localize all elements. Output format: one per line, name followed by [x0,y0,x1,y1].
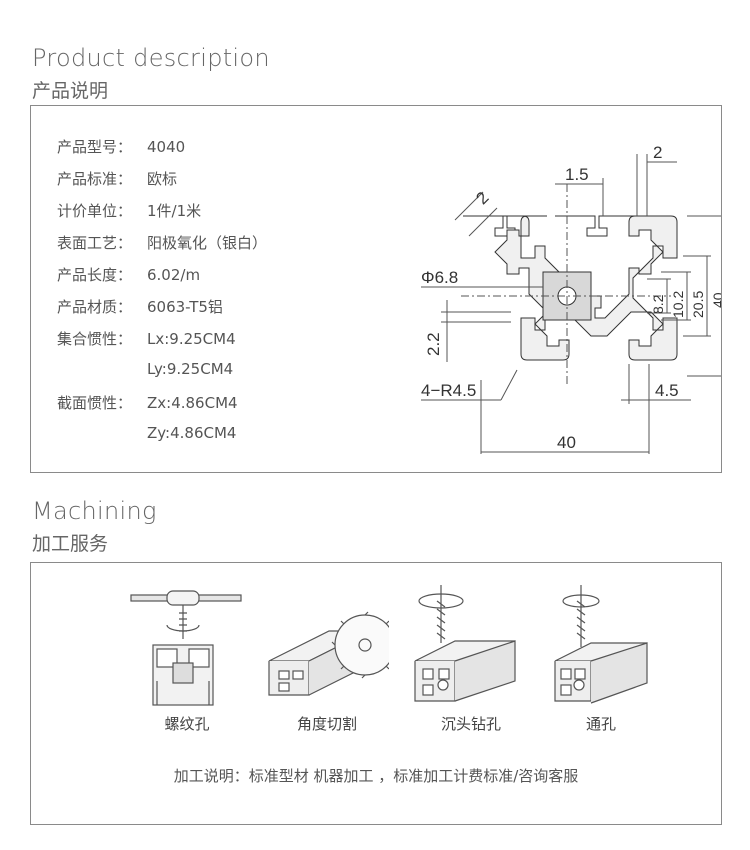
dim-4-5: 4.5 [655,381,679,400]
tapping-icon [130,590,242,706]
dim-radius: 4−R4.5 [421,381,476,400]
dim-20-5: 20.5 [690,291,706,318]
dim-8-2: 8.2 [650,294,666,314]
through-hole-drill-icon [554,585,648,704]
spec-value: 6.02/m [147,266,201,284]
spec-value: 6063-T5铝 [147,298,223,316]
dim-width: 40 [557,433,576,452]
spec-value: 欧标 [147,170,178,188]
machining-note: 加工说明：标准型材 机器加工 ，标准加工计费标准/咨询客服 [173,767,579,785]
spec-row: 截面惯性： Zx:4.86CM4 [57,392,238,413]
spec-value: 阳极氧化（银白） [147,234,268,252]
dim-slot-top: 2 [653,143,662,162]
spec-label: 产品型号： [57,138,133,156]
profile-cross-section-drawing: 2 1.5 2 Φ6.8 2.2 4−R4.5 4.5 8.2 10.2 20.… [421,143,721,454]
spec-row: 产品长度： 6.02/m [57,264,200,285]
dim-2-2: 2.2 [424,332,443,356]
process-label-saw-cut: 角度切割 [296,715,357,733]
dim-10-2: 10.2 [670,291,686,318]
spec-value: 4040 [147,138,186,156]
process-label-countersink: 沉头钻孔 [440,715,501,733]
section-title-machining-cn: 加工服务 [32,533,109,555]
spec-row: 表面工艺： 阳极氧化（银白） [57,232,267,253]
section-title-product-en: Product description [32,44,270,72]
spec-label: 产品标准： [57,170,133,188]
spec-value: Zx:4.86CM4 [147,394,238,412]
dim-slot-width: 1.5 [565,165,589,184]
spec-row: Ly:9.25CM4 [57,360,233,378]
spec-value: Ly:9.25CM4 [147,360,234,378]
spec-label: 产品材质： [57,298,133,316]
spec-value: 1件/1米 [147,202,202,220]
spec-row: 产品型号： 4040 [57,136,185,157]
spec-value: Zy:4.86CM4 [147,424,237,442]
spec-label: 集合惯性： [57,330,133,348]
spec-label: 截面惯性： [57,394,133,412]
spec-label: 计价单位： [57,202,133,220]
dim-height: 40 [710,292,721,308]
spec-label: 表面工艺： [57,234,133,252]
countersink-drill-icon [414,585,516,702]
process-label-through-hole: 通孔 [585,715,616,733]
spec-value: Lx:9.25CM4 [147,330,236,348]
spec-row: 产品标准： 欧标 [57,168,177,189]
machining-panel: 螺纹孔 角度切割 沉头钻孔 [30,562,722,825]
saw-cut-icon [268,611,389,696]
spec-row: 计价单位： 1件/1米 [57,200,201,221]
spec-row: 集合惯性： Lx:9.25CM4 [57,328,236,349]
dim-hole: Φ6.8 [421,268,458,287]
dim-diagonal: 2 [472,188,492,208]
spec-label: 产品长度： [57,266,133,284]
process-label-tapping: 螺纹孔 [164,715,210,733]
spec-row: 产品材质： 6063-T5铝 [57,296,223,317]
section-title-machining-en: Machining [32,497,157,525]
spec-row: Zy:4.86CM4 [57,424,236,442]
section-title-product-cn: 产品说明 [32,80,109,102]
profile-outline [463,215,639,237]
